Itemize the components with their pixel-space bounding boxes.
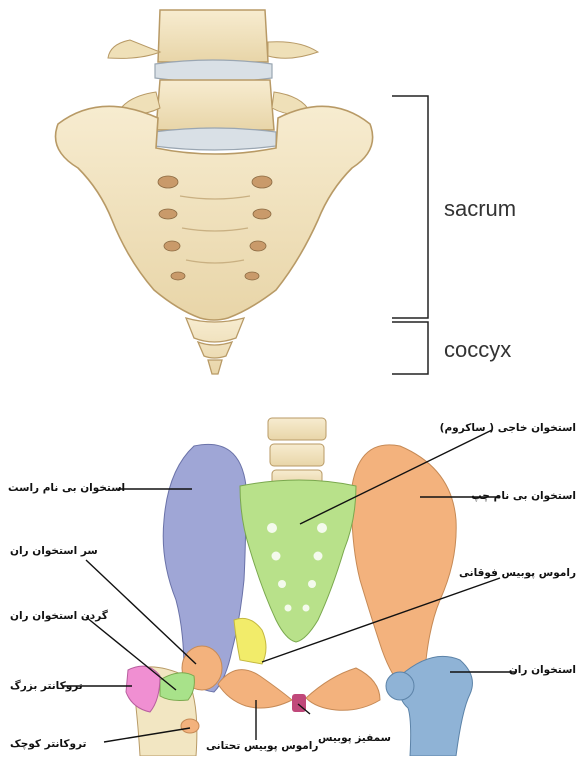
label-superior-ramus: راموس پوبیس فوقانی [459, 567, 576, 579]
left-femoral-head [386, 672, 414, 700]
label-femoral-head: سر استخوان ران [10, 545, 98, 557]
femoral-neck [160, 673, 194, 701]
left-hip-bone [352, 445, 457, 688]
coccyx-label: coccyx [444, 337, 511, 363]
label-left-hip: استخوان بی نام چپ [471, 490, 576, 502]
label-right-hip: استخوان بی نام راست [8, 482, 125, 494]
left-inferior-ramus [306, 668, 380, 710]
lumbar-spine [268, 418, 326, 486]
label-femoral-neck: گردن استخوان ران [10, 610, 108, 622]
coccyx-bone [186, 318, 244, 374]
label-greater-trochanter: تروکانتر بزرگ [10, 680, 83, 692]
bracket-coccyx [392, 322, 428, 374]
label-sacrum-fa: استخوان خاجی ( ساکروم) [440, 422, 576, 434]
disc-upper [155, 60, 272, 82]
vertebra-upper [108, 10, 318, 62]
label-lesser-trochanter: تروکانتر کوچک [10, 738, 86, 750]
label-symphysis: سمفیز پوبیس [318, 732, 391, 744]
superior-ramus [234, 618, 266, 664]
lesser-trochanter [181, 719, 199, 733]
bracket-sacrum [392, 96, 428, 318]
top-illustration [56, 10, 373, 374]
inferior-ramus [218, 670, 292, 708]
sacrum-label: sacrum [444, 196, 516, 222]
pelvis-sacrum [240, 480, 356, 642]
label-femur: استخوان ران [509, 664, 576, 676]
disc-lower [154, 128, 276, 150]
label-inferior-ramus: راموس پوبیس تحتانی [206, 740, 318, 752]
